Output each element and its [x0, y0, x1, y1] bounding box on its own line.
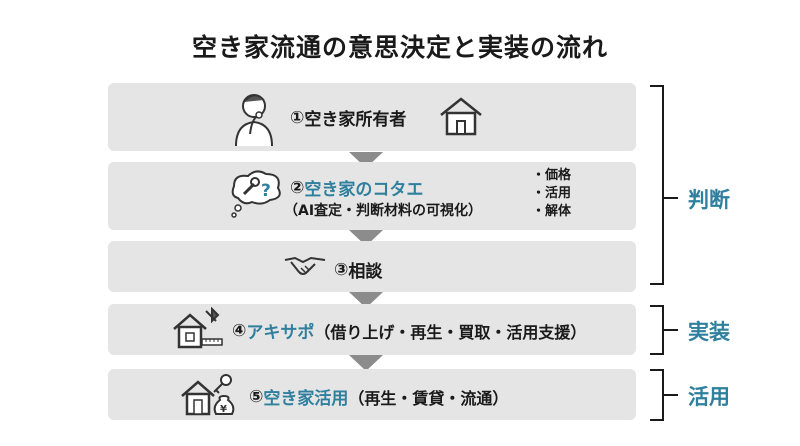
step-2-number: ② [290, 177, 305, 198]
handshake-icon [284, 256, 326, 275]
svg-text:¥: ¥ [220, 404, 227, 415]
bracket-judgment-vertical [662, 85, 664, 285]
step-1-box [108, 83, 636, 151]
step-4-sub: （借り上げ・再生・買取・活用支援） [314, 322, 587, 342]
step-1-label: 空き家所有者 [304, 110, 407, 130]
step-2-box [108, 162, 636, 230]
bullet-item: ・解体 [532, 204, 572, 219]
step-3-number: ③ [334, 259, 349, 280]
phase-label-implement: 実装 [688, 320, 730, 344]
phase-label-use: 活用 [688, 385, 730, 409]
bracket-implement-bottom [650, 353, 664, 355]
step-1-number: ① [290, 107, 305, 128]
house-icon [440, 97, 482, 136]
bracket-use-top [650, 369, 664, 371]
bracket-judgment-top [650, 85, 664, 87]
bracket-implement-top [650, 305, 664, 307]
house-key-money-icon: ¥ [181, 374, 235, 416]
flow-arrow-4 [349, 355, 383, 371]
bracket-use-bottom [650, 419, 664, 421]
bracket-judgment-tick [664, 197, 678, 199]
step-4-label: アキサポ [246, 323, 315, 343]
bracket-judgment-bottom [650, 283, 664, 285]
house-tools-icon [173, 307, 223, 349]
step-5-number: ⑤ [249, 386, 264, 407]
step-2-label: 空き家のコタエ [304, 180, 424, 200]
diagram-title: 空き家流通の意思決定と実装の流れ [191, 33, 608, 62]
bracket-implement-vertical [662, 305, 664, 355]
step-3-box [108, 241, 636, 292]
step-2-bullets: ・価格 ・活用 ・解体 [532, 167, 571, 221]
thought-bubble-wrench-icon: ? [231, 170, 281, 218]
bullet-item: ・活用 [532, 186, 572, 201]
bracket-use-vertical [662, 369, 664, 421]
phase-label-judgment: 判断 [688, 188, 730, 212]
step-5-label: 空き家活用 [263, 389, 349, 409]
svg-text:?: ? [261, 181, 271, 201]
step-2-sub: （AI査定・判断材料の可視化） [284, 203, 483, 219]
step-3-label: 相談 [348, 262, 383, 282]
bracket-implement-tick [664, 329, 678, 331]
person-thinking-icon [235, 94, 273, 147]
step-4-number: ④ [232, 320, 247, 341]
bullet-item: ・価格 [532, 168, 572, 183]
bracket-use-tick [664, 394, 678, 396]
step-5-sub: （再生・賃貸・流通） [348, 388, 509, 408]
